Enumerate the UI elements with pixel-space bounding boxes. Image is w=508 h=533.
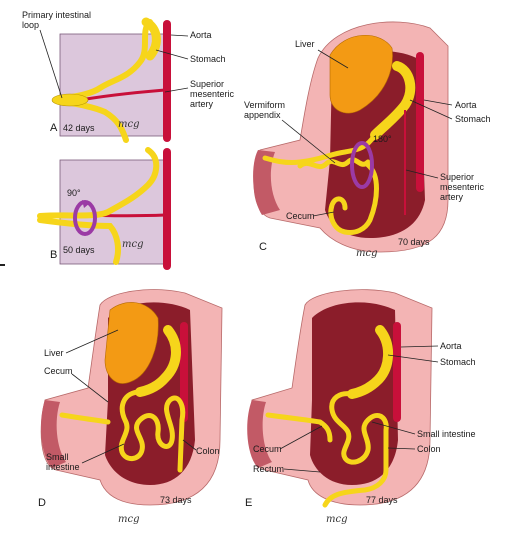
colon-c: [342, 162, 379, 235]
label-sma-a-3: artery: [190, 99, 214, 109]
label-stomach-e: Stomach: [440, 357, 476, 367]
label-colon-d: Colon: [196, 446, 220, 456]
sma-a: [79, 88, 166, 102]
label-cecum-c: Cecum: [286, 211, 315, 221]
label-cecum-d: Cecum: [44, 366, 73, 376]
panel-d: Liver Cecum Small intestine Colon D 73 d…: [38, 289, 223, 525]
label-appendix-c-2: appendix: [244, 110, 281, 120]
cut-edge-e: [247, 400, 272, 468]
days-d: 73 days: [160, 495, 192, 505]
label-aorta-a: Aorta: [190, 30, 212, 40]
colon-e: [265, 412, 333, 443]
panel-letter-b: B: [50, 249, 57, 261]
signature-b: mcg: [122, 239, 143, 250]
label-primary-loop-line1: Primary intestinal: [22, 10, 91, 20]
label-appendix-c-1: Vermiform: [244, 100, 285, 110]
primary-loop-a: [51, 93, 89, 107]
aorta-d: [180, 322, 188, 422]
liver-c: [329, 35, 393, 114]
label-stomach-a: Stomach: [190, 54, 226, 64]
liver-d: [104, 302, 159, 384]
aorta-c: [416, 52, 424, 192]
signature-a: mcg: [118, 119, 139, 130]
label-stomach-c: Stomach: [455, 114, 491, 124]
panel-letter-a: A: [50, 122, 58, 134]
rotation-arrow-c: [350, 141, 374, 189]
aorta-b: [163, 148, 171, 270]
label-liver-d: Liver: [44, 348, 64, 358]
label-small-intestine-d-2: intestine: [46, 462, 80, 472]
label-aorta-c: Aorta: [455, 100, 477, 110]
label-small-intestine-e: Small intestine: [417, 429, 476, 439]
gut-tube-b-lower: [37, 217, 121, 265]
aorta-a: [163, 20, 171, 142]
cut-edge-c: [253, 150, 280, 215]
days-e: 77 days: [366, 495, 398, 505]
label-rectum-e: Rectum: [253, 464, 284, 474]
days-c: 70 days: [398, 237, 430, 247]
panel-b: 90° B 50 days mcg: [37, 147, 171, 270]
rotation-b: 90°: [67, 188, 81, 198]
rotation-arrowhead-b: [82, 200, 90, 208]
label-sma-c-2: mesenteric: [440, 182, 485, 192]
stomach-d: [135, 325, 181, 397]
label-aorta-e: Aorta: [440, 341, 462, 351]
panel-letter-d: D: [38, 497, 46, 509]
signature-c: mcg: [356, 248, 377, 259]
panel-a: Primary intestinal loop Aorta Stomach Su…: [22, 10, 235, 143]
cut-edge-d: [40, 400, 66, 468]
panel-c: 180° Liver Vermiform appendix Aorta Stom…: [244, 21, 491, 259]
panel-letter-e: E: [245, 497, 252, 509]
label-liver-c: Liver: [295, 39, 315, 49]
small-intestine-c: [262, 132, 378, 165]
label-colon-e: Colon: [417, 444, 441, 454]
aorta-e: [393, 322, 401, 422]
stomach-e: [347, 325, 393, 399]
edge-mark: [0, 264, 5, 266]
cecum-c: [328, 196, 348, 235]
stomach-c: [370, 61, 416, 140]
label-cecum-e: Cecum: [253, 444, 282, 454]
label-sma-a-1: Superior: [190, 79, 224, 89]
panel-e: Aorta Stomach Small intestine Cecum Colo…: [245, 289, 476, 525]
small-intestine-d: [118, 389, 186, 473]
label-sma-a-2: mesenteric: [190, 89, 235, 99]
signature-e: mcg: [326, 514, 347, 525]
label-small-intestine-d-1: Small: [46, 452, 69, 462]
gut-tube-b: [37, 147, 160, 219]
days-a: 42 days: [63, 123, 95, 133]
days-b: 50 days: [63, 245, 95, 255]
intestine-loops-c: [297, 157, 371, 170]
label-sma-c-3: artery: [440, 192, 464, 202]
small-intestine-e: [322, 391, 389, 508]
label-sma-c-1: Superior: [440, 172, 474, 182]
stomach-a: [141, 17, 161, 61]
panel-letter-c: C: [259, 241, 267, 253]
rotation-c: 180°: [373, 134, 392, 144]
colon-d: [59, 412, 111, 425]
signature-d: mcg: [118, 514, 139, 525]
label-primary-loop-line2: loop: [22, 20, 39, 30]
